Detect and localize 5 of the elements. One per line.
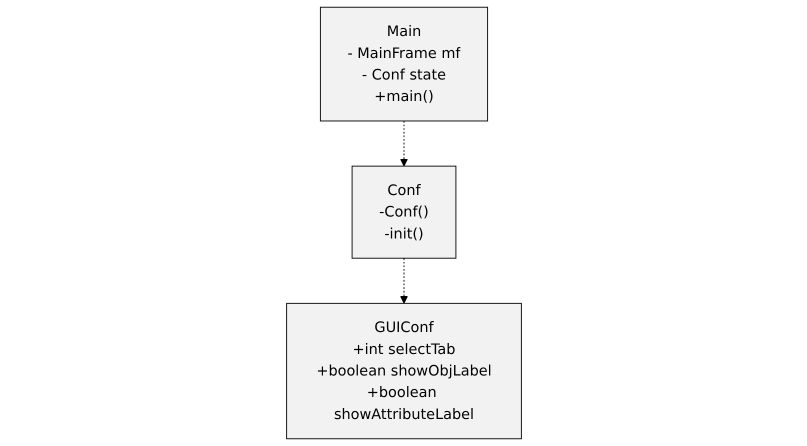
arrow [400, 258, 408, 304]
node-box: GUIConf +int selectTab +boolean showObjLabel +boolean showAttributeLabel [286, 302, 522, 440]
node-box: Conf -Conf() -init() [351, 166, 456, 259]
node-box: Main - MainFrame mf - Conf state +main() [319, 6, 488, 122]
arrow [400, 120, 408, 166]
